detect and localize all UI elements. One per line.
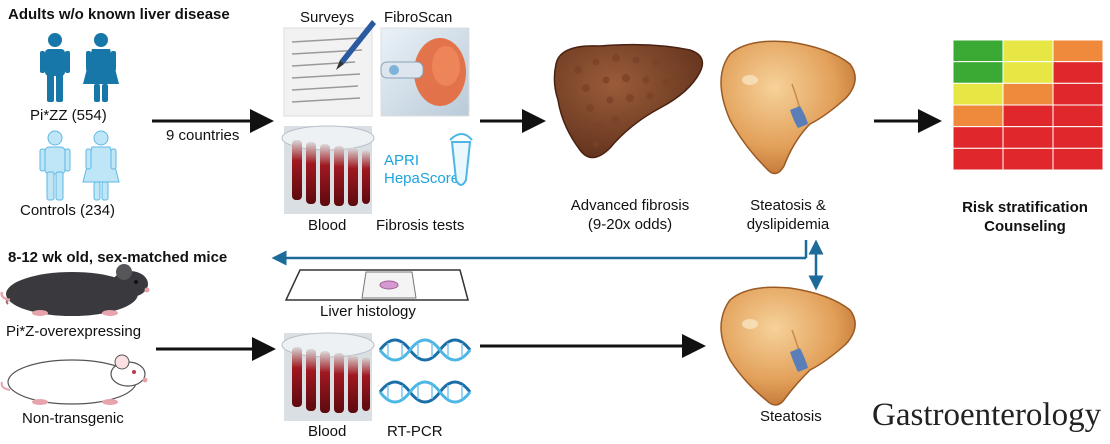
heatmap-cell — [952, 61, 1004, 84]
human-cohort-title: Adults w/o known liver disease — [8, 6, 230, 23]
advanced-fibrosis-line2: (9-20x odds) — [587, 216, 673, 233]
steatotic-liver-image-human — [720, 40, 856, 175]
risk-heatmap — [952, 39, 1104, 171]
journal-logo: Gastroenterology — [872, 397, 1102, 433]
pizz-female-icon — [83, 33, 119, 102]
countries-label: 9 countries — [166, 127, 240, 144]
surveys-image — [283, 20, 376, 117]
apri-label: APRI — [384, 152, 420, 169]
controls-label: Controls (234) — [20, 202, 116, 219]
heatmap-cell — [1002, 104, 1054, 128]
piz-mouse-icon — [0, 264, 150, 316]
heatmap-cell — [1052, 147, 1104, 171]
heatmap-cell — [1052, 39, 1104, 63]
heatmap-cell — [952, 147, 1004, 171]
risk-stratification-label: Risk stratification — [962, 199, 1088, 216]
piZZ-label: Pi*ZZ (554) — [30, 107, 107, 124]
heatmap-cell — [1002, 147, 1054, 171]
test-tube-icon — [449, 133, 473, 186]
heatmap-cell — [1002, 82, 1054, 106]
fibrotic-liver-image — [553, 43, 704, 159]
liver-histology-label: Liver histology — [320, 303, 416, 320]
nontransgenic-mouse-icon — [0, 354, 148, 405]
hepascore-label: HepaScore — [384, 170, 460, 187]
mice-cohort-title: 8-12 wk old, sex-matched mice — [8, 249, 228, 266]
pizz-male-icon — [40, 33, 70, 102]
blood-tubes-image-human — [281, 125, 375, 214]
blood-label-mice: Blood — [308, 423, 347, 440]
control-male-icon — [39, 130, 71, 201]
dna-helix-icon — [378, 338, 472, 404]
steatotic-liver-image-mice — [720, 286, 856, 406]
fibroscan-image — [380, 27, 470, 117]
nontransgenic-mouse-label: Non-transgenic — [22, 410, 124, 427]
heatmap-cell — [952, 126, 1004, 149]
steatosis-dyslipidemia-line1: Steatosis & — [750, 197, 826, 214]
counseling-label: Counseling — [984, 218, 1066, 235]
heatmap-cell — [1052, 82, 1104, 106]
heatmap-cell — [1002, 126, 1054, 149]
heatmap-cell — [1052, 126, 1104, 149]
surveys-label: Surveys — [300, 9, 355, 26]
heatmap-cell — [952, 104, 1004, 128]
liver-histology-slide-icon — [284, 269, 469, 301]
piz-mouse-label: Pi*Z-overexpressing — [6, 323, 142, 340]
heatmap-cell — [1002, 61, 1054, 84]
blood-label-human: Blood — [308, 217, 347, 234]
advanced-fibrosis-line1: Advanced fibrosis — [570, 197, 690, 214]
fibrosis-tests-label: Fibrosis tests — [376, 217, 465, 234]
steatosis-dyslipidemia-line2: dyslipidemia — [746, 216, 830, 233]
fibroscan-label: FibroScan — [384, 9, 453, 26]
heatmap-cell — [1002, 39, 1054, 63]
heatmap-cell — [1052, 104, 1104, 128]
heatmap-cell — [952, 82, 1004, 106]
blood-tubes-image-mice — [281, 332, 375, 421]
heatmap-cell — [952, 39, 1004, 63]
control-female-icon — [82, 130, 120, 201]
heatmap-cell — [1052, 61, 1104, 84]
steatosis-mice-label: Steatosis — [760, 408, 822, 425]
rtpcr-label: RT-PCR — [387, 423, 443, 440]
